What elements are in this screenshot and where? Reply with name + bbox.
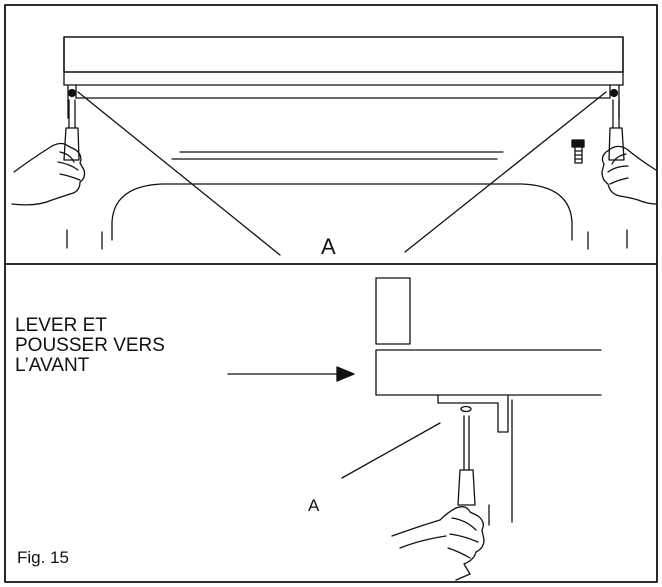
callout-label-a-top: A [321,234,336,259]
right-screw-icon [609,88,619,98]
callout-label-a-bottom: A [308,496,320,515]
instruction-line-1: LEVER ET [15,315,107,336]
cabinet-top-plate [375,349,602,396]
push-direction-arrow [227,366,355,382]
hand-screwdriver-icon [391,415,485,581]
left-hand-screwdriver-icon [11,99,86,206]
leader-line-left [77,91,281,256]
figure-caption: Fig. 15 [17,548,69,567]
interior-opening [111,183,573,241]
appliance-top-view [63,36,628,256]
side-section-view [341,277,602,526]
instruction-line-3: L’AVANT [15,355,90,376]
top-panel-cover [63,36,624,73]
screw-detail-icon [571,139,585,164]
lower-bracket [437,394,509,433]
right-hand-screwdriver-icon [601,99,657,205]
leader-line-right [404,91,607,253]
figure-frame [4,4,658,583]
instruction-line-2: POUSSER VERS [15,335,165,356]
screw-hole [460,405,472,413]
cover-block [375,277,411,345]
instruction-label: LEVER ET POUSSER VERS L’AVANT [15,316,165,376]
left-screw-icon [67,88,77,98]
leader-line-bottom [341,422,441,479]
